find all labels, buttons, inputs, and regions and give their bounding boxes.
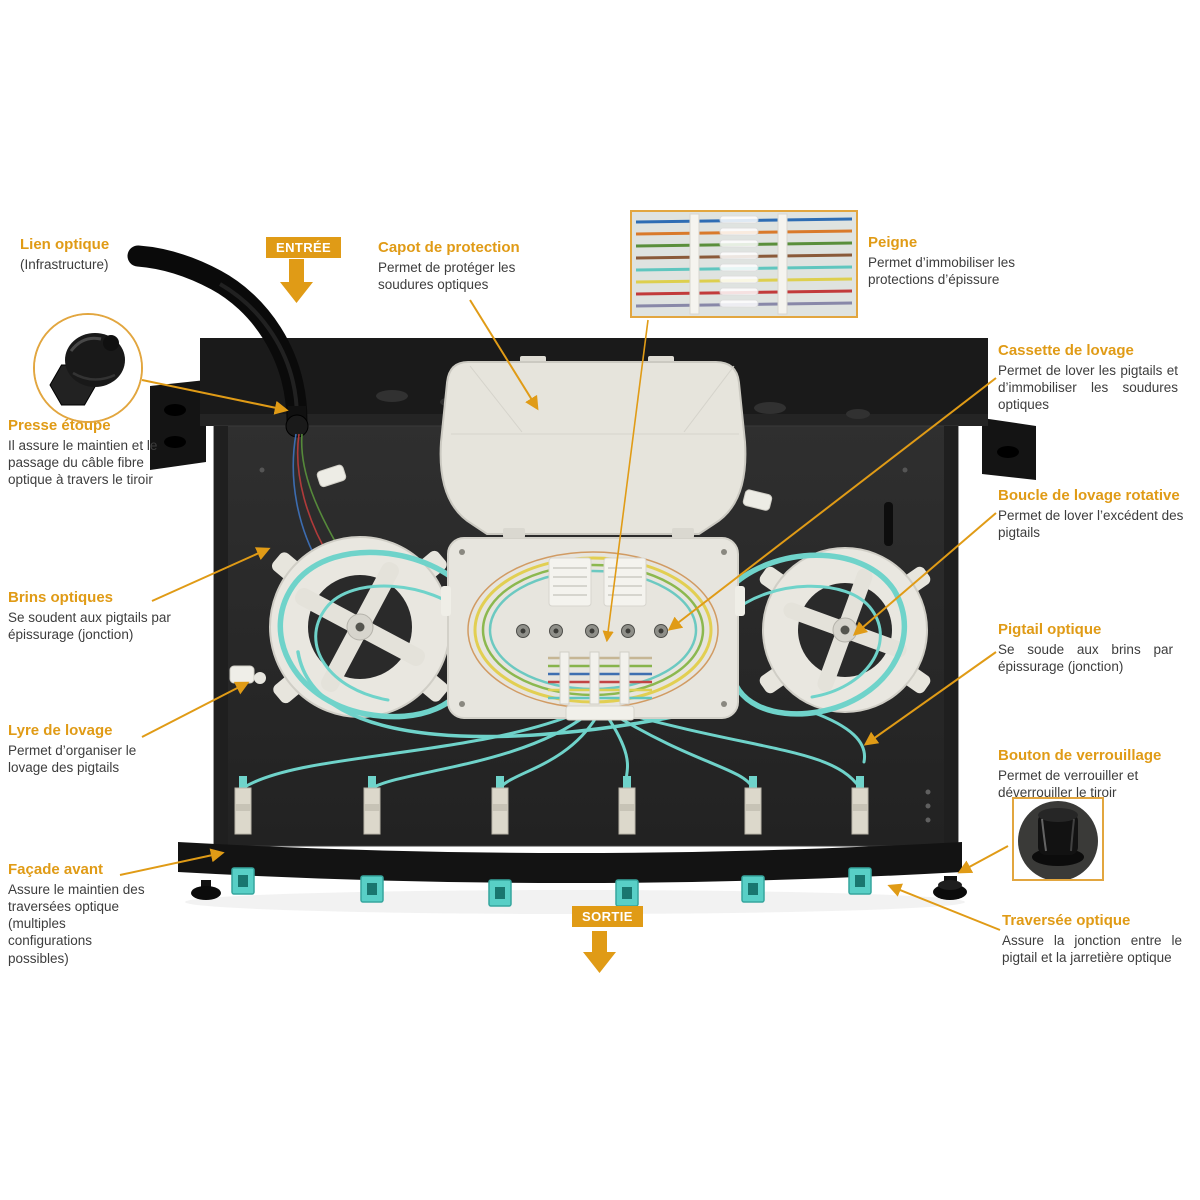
label-facade-avant: Façade avant Assure le maintien des trav… — [8, 861, 148, 967]
presse-etoupe-inset-photo — [33, 313, 143, 423]
label-desc: (Infrastructure) — [20, 257, 109, 272]
cassette-callout — [667, 377, 997, 631]
lyre-clip — [229, 665, 266, 684]
label-title: Lyre de lovage — [8, 722, 113, 739]
label-peigne: Peigne Permet d’immobiliser les protecti… — [868, 234, 1068, 288]
label-title: Cassette de lovage — [998, 342, 1134, 359]
pigtail-callout — [863, 651, 997, 746]
locking-knob — [933, 876, 967, 900]
sortie-arrow-icon — [583, 931, 616, 973]
protective-cover — [439, 356, 747, 538]
entree-badge: ENTRÉE — [266, 237, 342, 258]
fiber-connectors — [234, 776, 869, 835]
brins-callout — [151, 547, 271, 602]
peigne-comb-illustration — [632, 212, 856, 316]
peigne-inset-photo — [630, 210, 858, 318]
label-desc: Se soude aux brins par épissurage (jonct… — [998, 642, 1173, 675]
label-capot-de-protection: Capot de protection Permet de protéger l… — [378, 239, 548, 293]
label-desc: Permet de verrouiller et déverrouiller l… — [998, 768, 1139, 801]
cassette-posts — [516, 624, 668, 638]
label-traversee-optique: Traversée optique Assure la jonction ent… — [1002, 912, 1182, 966]
label-title: Façade avant — [8, 861, 104, 878]
locking-knob-illustration — [1014, 799, 1102, 879]
cable-gland — [285, 406, 309, 438]
bouton-callout — [957, 845, 1009, 874]
pigtail-fibers — [241, 549, 907, 790]
splice-protectors — [548, 651, 652, 705]
splice-cassette — [441, 537, 745, 721]
label-title: Brins optiques — [8, 589, 114, 606]
bouton-inset-photo — [1012, 797, 1104, 881]
label-title: Traversée optique — [1002, 912, 1131, 929]
sortie-badge: SORTIE — [572, 906, 643, 927]
optical-feedthroughs — [231, 867, 872, 907]
label-desc: Permet de lover l’excédent des pigtails — [998, 508, 1184, 541]
label-pigtail-optique: Pigtail optique Se soude aux brins par é… — [998, 621, 1173, 675]
left-foot — [191, 880, 221, 900]
label-desc: Assure la jonction entre le pigtail et l… — [1002, 933, 1182, 966]
label-desc: Permet d’immobiliser les protections d’é… — [868, 255, 1016, 288]
label-title: Peigne — [868, 234, 918, 251]
label-desc: Permet de lover les pigtails et d’immobi… — [998, 363, 1178, 413]
label-desc: Se soudent aux pigtails par épissurage (… — [8, 610, 171, 643]
label-desc: Assure le maintien des traversées optiqu… — [8, 882, 145, 966]
label-presse-etoupe: Presse étoupe Il assure le maintien et l… — [8, 417, 160, 488]
facade-callout — [119, 848, 225, 876]
lyre-callout — [141, 681, 250, 738]
cable-gland-illustration — [35, 315, 141, 421]
optical-cable — [127, 245, 308, 433]
capot-callout — [469, 299, 539, 411]
label-title: Boucle de lovage rotative — [998, 487, 1180, 504]
label-cassette-de-lovage: Cassette de lovage Permet de lover les p… — [998, 342, 1178, 413]
label-title: Lien optique — [20, 236, 110, 253]
label-title: Capot de protection — [378, 239, 520, 256]
label-brins-optiques: Brins optiques Se soudent aux pigtails p… — [8, 589, 176, 643]
label-desc: Permet de protéger les soudures optiques — [378, 260, 516, 293]
label-title: Pigtail optique — [998, 621, 1102, 638]
label-boucle-de-lovage: Boucle de lovage rotative Permet de love… — [998, 487, 1190, 541]
peigne-callout — [602, 319, 649, 643]
label-bouton-verrouillage: Bouton de verrouillage Permet de verroui… — [998, 747, 1193, 801]
label-title: Bouton de verrouillage — [998, 747, 1162, 764]
label-lyre-de-lovage: Lyre de lovage Permet d’organiser le lov… — [8, 722, 160, 776]
label-desc: Permet d’organiser le lovage des pigtail… — [8, 743, 137, 776]
splice-holder-comb — [548, 557, 647, 607]
boucle-callout — [852, 512, 997, 636]
front-facade — [178, 776, 967, 914]
label-lien-optique: Lien optique (Infrastructure) — [20, 236, 170, 273]
traversee-callout — [887, 883, 1001, 931]
label-desc: Il assure le maintien et le passage du c… — [8, 438, 158, 488]
entree-arrow-icon — [280, 259, 313, 303]
presse-etoupe-callout — [141, 379, 289, 415]
callout-arrows — [119, 259, 1009, 973]
